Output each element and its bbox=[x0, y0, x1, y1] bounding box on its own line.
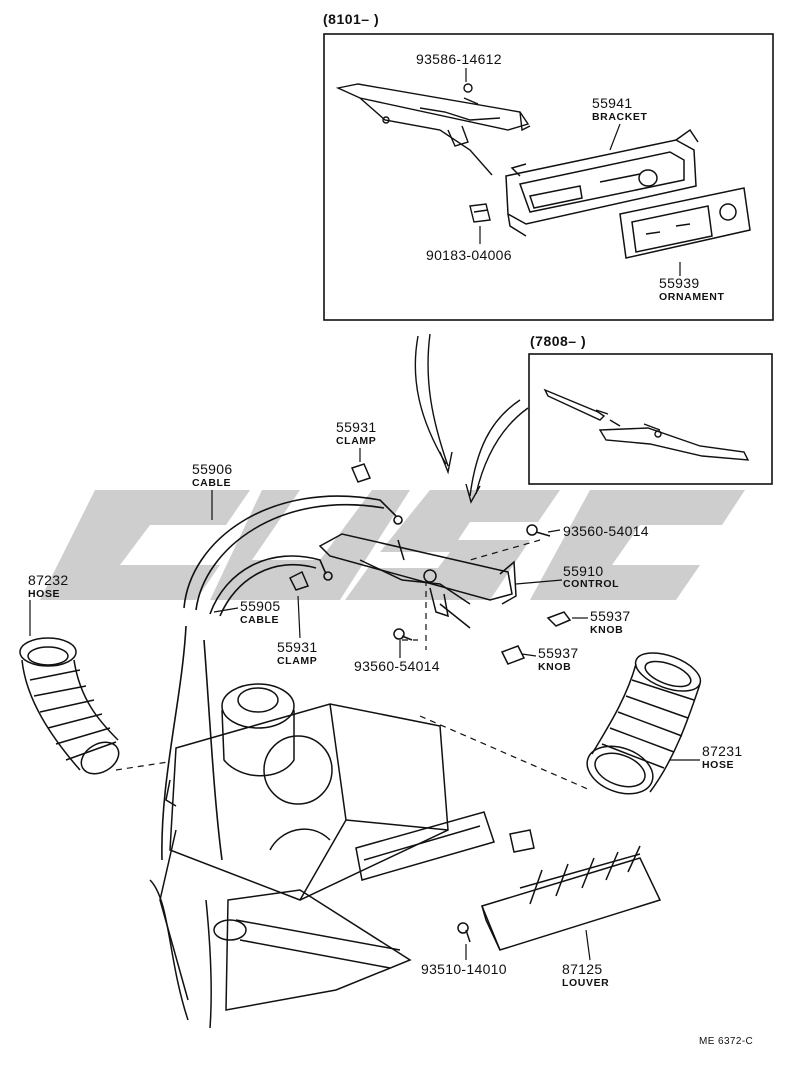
part-55939-name: ORNAMENT bbox=[659, 291, 725, 303]
part-55931-clamp-upper-name: CLAMP bbox=[336, 435, 377, 447]
cables-drawing bbox=[161, 495, 403, 861]
part-87125-number: 87125 bbox=[562, 961, 603, 977]
part-55937-knob-lower-number: 55937 bbox=[538, 645, 579, 661]
inset-upper-header: (8101– ) bbox=[323, 11, 380, 27]
hose-87231-drawing bbox=[586, 652, 702, 795]
bracket-frame-drawing bbox=[335, 83, 531, 176]
clip-nut-drawing bbox=[469, 203, 491, 223]
part-87231-name: HOSE bbox=[702, 759, 735, 771]
part-55910-name: CONTROL bbox=[563, 578, 620, 590]
part-55910-number: 55910 bbox=[563, 563, 604, 579]
part-87232-number: 87232 bbox=[28, 572, 69, 588]
heater-unit-drawing bbox=[149, 683, 535, 1029]
part-93560-upper-number: 93560-54014 bbox=[563, 523, 649, 539]
part-55931-clamp-lower-number: 55931 bbox=[277, 639, 318, 655]
part-93586-number: 93586-14612 bbox=[416, 51, 502, 67]
part-55941-number: 55941 bbox=[592, 95, 633, 111]
part-55937-knob-lower-name: KNOB bbox=[538, 661, 572, 673]
part-87125-name: LOUVER bbox=[562, 977, 610, 989]
part-87231-number: 87231 bbox=[702, 743, 743, 759]
small-parts-drawing bbox=[288, 463, 572, 943]
control-55910-drawing bbox=[318, 533, 517, 629]
louver-87125-drawing bbox=[480, 845, 662, 951]
part-55937-knob-upper-number: 55937 bbox=[590, 608, 631, 624]
part-55941-name: BRACKET bbox=[592, 111, 648, 123]
drawing-code: ME 6372-C bbox=[699, 1036, 754, 1047]
part-55906-name: CABLE bbox=[192, 477, 232, 489]
leader-lines bbox=[115, 539, 591, 791]
inset-upper-frame bbox=[323, 33, 774, 321]
part-55905-name: CABLE bbox=[240, 614, 280, 626]
hose-87232-drawing bbox=[19, 637, 120, 775]
part-55939-number: 55939 bbox=[659, 275, 700, 291]
part-93510-number: 93510-14010 bbox=[421, 961, 507, 977]
part-55931-clamp-lower-name: CLAMP bbox=[277, 655, 318, 667]
part-90183-number: 90183-04006 bbox=[426, 247, 512, 263]
part-55905-number: 55905 bbox=[240, 598, 281, 614]
part-55931-clamp-upper-number: 55931 bbox=[336, 419, 377, 435]
part-93560-lower-number: 93560-54014 bbox=[354, 658, 440, 674]
bracket-55941-drawing bbox=[505, 128, 699, 237]
reference-arrows bbox=[414, 333, 529, 504]
part-55906-number: 55906 bbox=[192, 461, 233, 477]
label-pointers bbox=[29, 68, 700, 961]
inset-lower-frame bbox=[528, 353, 773, 485]
part-87232-name: HOSE bbox=[28, 588, 61, 600]
ornament-55939-drawing bbox=[619, 187, 751, 259]
part-55937-knob-upper-name: KNOB bbox=[590, 624, 624, 636]
inset-lower-header: (7808– ) bbox=[530, 333, 587, 349]
lever-drawing bbox=[543, 388, 750, 461]
